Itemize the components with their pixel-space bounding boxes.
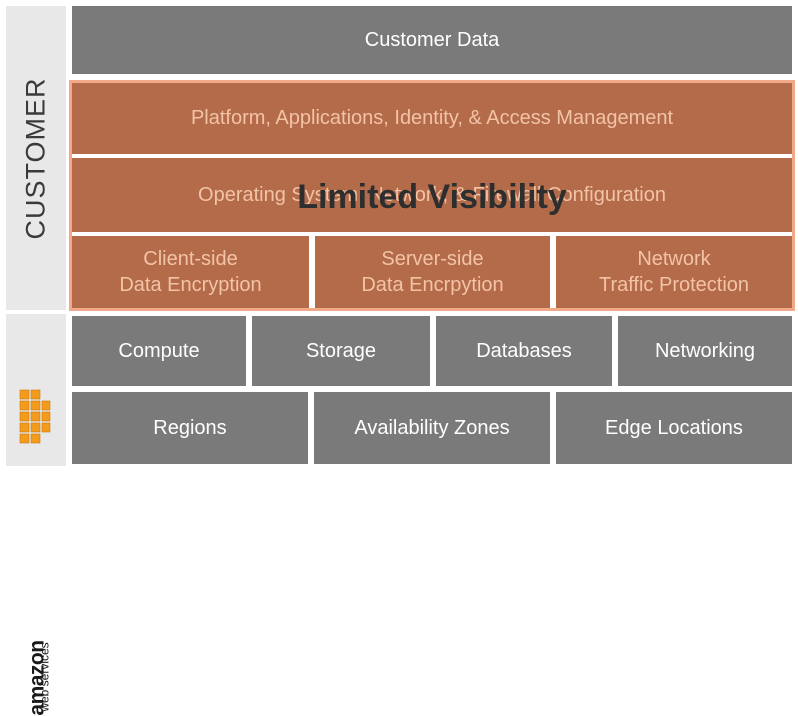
customer-data-label: Customer Data [364,29,500,51]
customer-side-panel: CUSTOMER [6,6,66,310]
aws-cubes-icon [19,389,51,444]
databases-label: Databases [476,340,572,362]
client-side-encryption-box: Client-side Data Encryption [72,236,309,308]
compute-label: Compute [118,340,200,362]
aws-side-panel: amazon web services [6,314,66,716]
server-side-line1: Server-side [381,248,484,270]
limited-visibility-region [69,80,795,311]
network-line2: Traffic Protection [598,274,750,296]
storage-box: Storage [252,316,430,386]
customer-data-box: Customer Data [72,6,792,74]
networking-label: Networking [654,340,756,362]
platform-label: Platform, Applications, Identity, & Acce… [190,107,674,129]
client-side-line1: Client-side [143,248,238,270]
client-side-line2: Data Encryption [119,274,262,296]
networking-box: Networking [618,316,792,386]
edge-locations-label: Edge Locations [605,417,743,439]
customer-label: CUSTOMER [20,76,51,240]
availability-zones-box: Availability Zones [314,392,550,464]
regions-label: Regions [153,417,227,439]
server-side-encryption-box: Server-side Data Encrpytion [315,236,550,308]
network-line1: Network [637,248,711,270]
server-side-line2: Data Encrpytion [361,274,504,296]
availability-zones-label: Availability Zones [354,417,510,439]
regions-box: Regions [72,392,308,464]
edge-locations-box: Edge Locations [556,392,792,464]
os-network-label: Operating System, Network, & Firewall Co… [198,184,666,206]
compute-box: Compute [72,316,246,386]
aws-logo-subtext: web services [37,642,52,712]
databases-box: Databases [436,316,612,386]
platform-box: Platform, Applications, Identity, & Acce… [72,82,792,154]
os-network-box: Operating System, Network, & Firewall Co… [72,158,792,232]
network-traffic-protection-box: Network Traffic Protection [556,236,792,308]
storage-label: Storage [305,340,377,362]
